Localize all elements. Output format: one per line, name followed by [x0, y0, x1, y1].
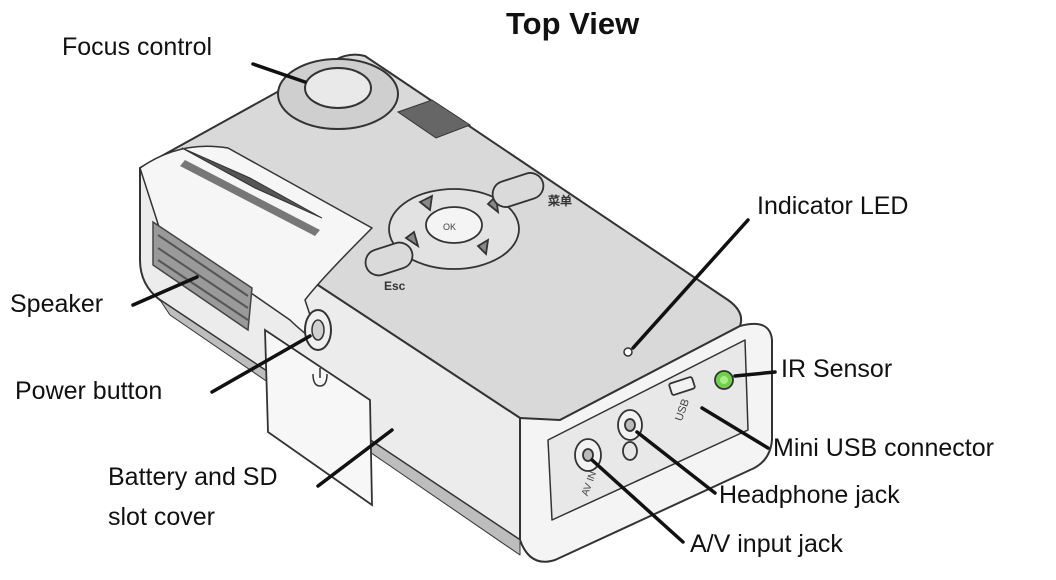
- label-mini-usb-connector: Mini USB connector: [773, 434, 994, 462]
- focus-wheel: [277, 58, 399, 130]
- ok-marking: OK: [443, 222, 456, 232]
- leader-lines: [131, 62, 777, 544]
- leader-ir-sensor: [733, 370, 777, 378]
- label-battery-sd-line1: Battery and SD: [108, 463, 278, 491]
- leader-power-button: [210, 334, 312, 394]
- dpad-arrow-left-icon: [404, 230, 420, 249]
- label-headphone-jack: Headphone jack: [719, 481, 900, 509]
- top-band: [139, 145, 373, 346]
- leader-indicator-led: [631, 218, 750, 350]
- front-panel: [547, 339, 749, 521]
- dpad-arrow-down-icon: [476, 238, 490, 256]
- power-symbol-icon: [312, 368, 328, 387]
- battery-sd-cover: [264, 328, 373, 507]
- dpad-arrow-up-icon: [418, 194, 434, 212]
- leader-av-input-jack: [590, 458, 685, 544]
- esc-marking: Esc: [384, 279, 406, 293]
- top-grille-left: [180, 147, 323, 236]
- diagram-title: Top View: [506, 6, 640, 41]
- label-battery-sd-line2: slot cover: [108, 503, 215, 531]
- indicator-led-dot: [623, 347, 633, 357]
- label-focus-control: Focus control: [62, 33, 213, 61]
- chinese-marking: 菜单: [547, 193, 572, 208]
- leader-mini-usb: [700, 406, 770, 450]
- leader-battery-sd: [316, 428, 394, 488]
- label-indicator-led: Indicator LED: [757, 192, 909, 220]
- speaker-grille: [152, 220, 253, 332]
- label-av-input-jack: A/V input jack: [690, 530, 843, 558]
- leader-headphone-jack: [635, 430, 717, 495]
- leader-speaker: [131, 275, 199, 307]
- mini-usb-port-shape: [668, 376, 696, 396]
- power-button-shape: [304, 309, 332, 351]
- label-power-button: Power button: [15, 377, 163, 405]
- leader-focus-control: [251, 62, 307, 84]
- label-ir-sensor: IR Sensor: [781, 355, 893, 383]
- label-speaker: Speaker: [10, 290, 104, 318]
- top-grille-right: [396, 99, 472, 139]
- control-panel: [364, 172, 545, 277]
